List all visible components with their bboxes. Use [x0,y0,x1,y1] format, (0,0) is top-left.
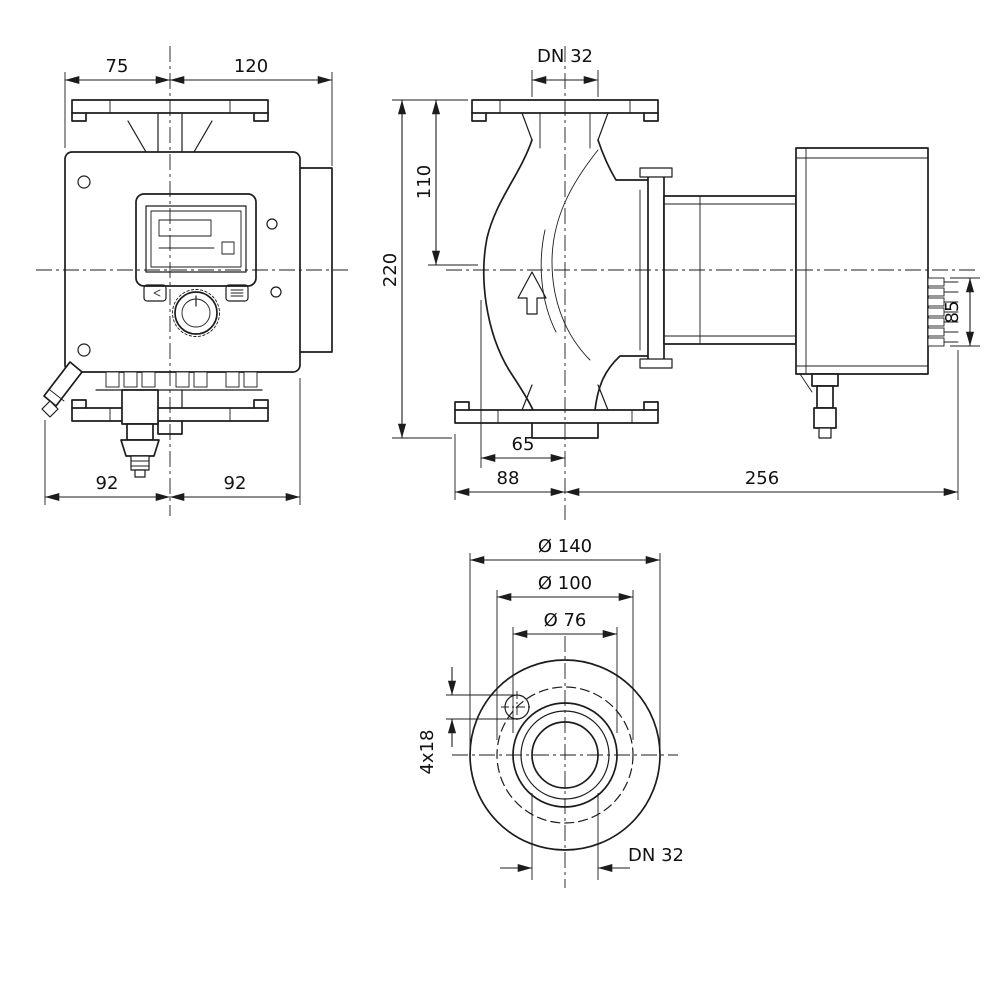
dim-side-110: 110 [414,165,435,199]
dim-side-85: 85 [942,301,963,324]
dim-side-220: 220 [380,253,401,287]
dim-front-75: 75 [106,56,129,77]
electrical-connector [927,277,959,347]
cable-gland-bottom [799,373,839,439]
side-bottom-flange [454,409,659,424]
flange-outer-circle [469,659,661,851]
display-screen [145,205,247,273]
dim-flange-dn32: DN 32 [628,845,684,866]
dim-flange-d100: Ø 100 [538,573,592,594]
volute [482,139,649,411]
menu-button [225,284,249,302]
back-icon [153,289,161,297]
menu-icon [230,289,244,297]
control-knob [174,291,218,335]
pump-body-front [64,151,301,373]
led-indicator [270,286,282,298]
terminal-blocks [95,371,263,391]
back-button [143,284,167,302]
dim-flange-4x18: 4x18 [417,729,438,774]
dim-flange-d76: Ø 76 [544,610,587,631]
dim-front-92-left: 92 [96,473,119,494]
dim-side-65: 65 [512,434,535,455]
side-view: DN 32 220 110 85 65 88 256 [380,46,980,520]
dim-front-120: 120 [234,56,268,77]
dim-front-92-right: 92 [224,473,247,494]
cable-gland-left [41,361,83,418]
front-view: 75 120 92 92 [36,46,348,516]
power-plug [120,389,160,478]
screw-hole [77,343,91,357]
dim-side-88: 88 [497,468,520,489]
dim-flange-d140: Ø 140 [538,536,592,557]
dim-side-256: 256 [745,468,779,489]
flow-direction-arrow [517,271,547,315]
display-bezel [135,193,257,287]
head-flange [647,171,665,365]
flange-view: Ø 140 Ø 100 Ø 76 4x18 DN 32 [417,536,684,888]
screw-hole [77,175,91,189]
bolt-circle [496,686,634,824]
led-indicator [266,218,278,230]
control-module [795,147,929,375]
motor-rear-edge [299,167,333,353]
dim-side-dn32: DN 32 [537,46,593,67]
